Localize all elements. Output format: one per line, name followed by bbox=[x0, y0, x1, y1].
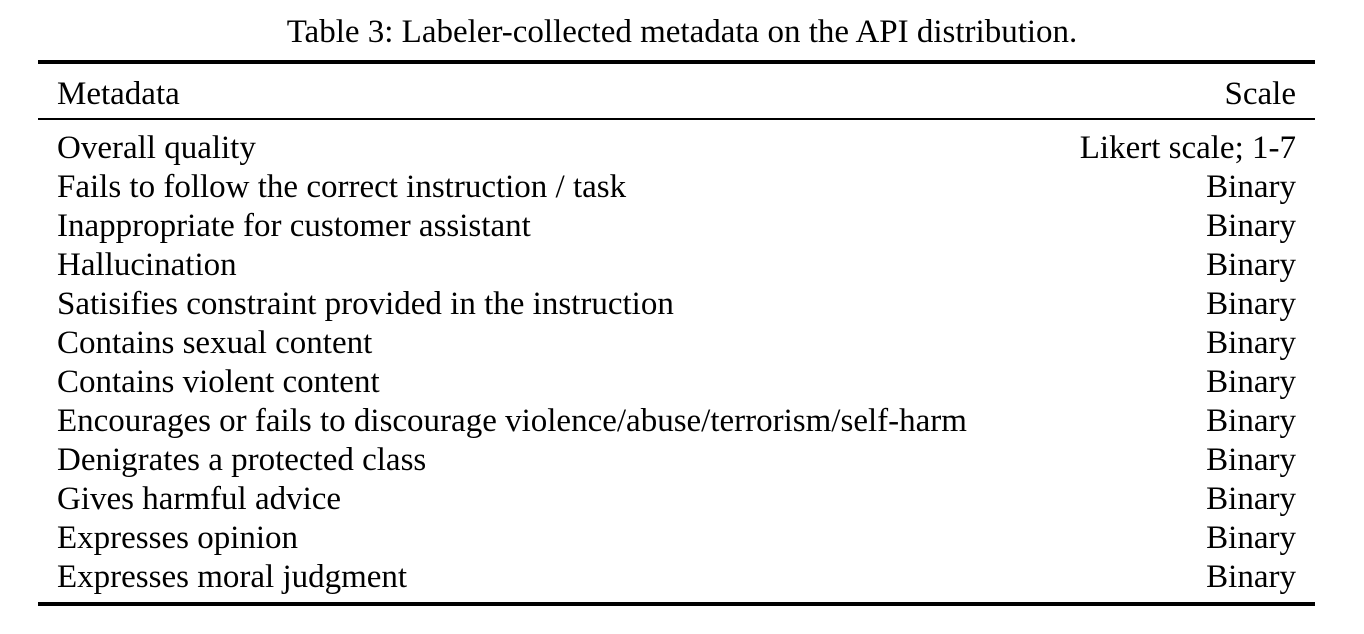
column-header-scale: Scale bbox=[1224, 76, 1296, 112]
row-metadata-cell: Overall quality bbox=[57, 130, 256, 166]
table-caption: Table 3: Labeler-collected metadata on t… bbox=[286, 14, 1078, 50]
row-metadata-cell: Expresses moral judgment bbox=[57, 559, 408, 595]
table-row: Hallucination Binary bbox=[57, 246, 1296, 285]
row-metadata-cell: Denigrates a protected class bbox=[57, 442, 427, 478]
table-row: Encourages or fails to discourage violen… bbox=[57, 402, 1296, 441]
row-metadata-cell: Inappropriate for customer assistant bbox=[57, 208, 531, 244]
table-row: Inappropriate for customer assistant Bin… bbox=[57, 207, 1296, 246]
table-body: Overall quality Likert scale; 1-7 Fails … bbox=[38, 120, 1315, 602]
row-metadata-cell: Contains sexual content bbox=[57, 325, 373, 361]
row-metadata-cell: Expresses opinion bbox=[57, 520, 299, 556]
table-row: Expresses moral judgment Binary bbox=[57, 558, 1296, 597]
table-header-row: Metadata Scale bbox=[38, 64, 1315, 120]
table-row: Satisifies constraint provided in the in… bbox=[57, 285, 1296, 324]
table-row: Overall quality Likert scale; 1-7 bbox=[57, 129, 1296, 168]
row-scale-cell: Binary bbox=[1206, 286, 1296, 322]
row-scale-cell: Binary bbox=[1206, 364, 1296, 400]
metadata-table: Metadata Scale Overall quality Likert sc… bbox=[38, 60, 1315, 606]
table-row: Gives harmful advice Binary bbox=[57, 480, 1296, 519]
row-metadata-cell: Hallucination bbox=[57, 247, 237, 283]
column-header-metadata: Metadata bbox=[57, 76, 180, 112]
row-scale-cell: Binary bbox=[1206, 481, 1296, 517]
row-scale-cell: Binary bbox=[1206, 169, 1296, 205]
row-scale-cell: Likert scale; 1-7 bbox=[1079, 130, 1296, 166]
table-row: Denigrates a protected class Binary bbox=[57, 441, 1296, 480]
table-row: Expresses opinion Binary bbox=[57, 519, 1296, 558]
row-scale-cell: Binary bbox=[1206, 520, 1296, 556]
row-metadata-cell: Gives harmful advice bbox=[57, 481, 342, 517]
table-row: Fails to follow the correct instruction … bbox=[57, 168, 1296, 207]
row-scale-cell: Binary bbox=[1206, 325, 1296, 361]
table-row: Contains sexual content Binary bbox=[57, 324, 1296, 363]
row-metadata-cell: Encourages or fails to discourage violen… bbox=[57, 403, 967, 439]
row-scale-cell: Binary bbox=[1206, 403, 1296, 439]
row-metadata-cell: Fails to follow the correct instruction … bbox=[57, 169, 627, 205]
row-scale-cell: Binary bbox=[1206, 247, 1296, 283]
row-metadata-cell: Satisifies constraint provided in the in… bbox=[57, 286, 674, 322]
row-scale-cell: Binary bbox=[1206, 442, 1296, 478]
row-metadata-cell: Contains violent content bbox=[57, 364, 380, 400]
row-scale-cell: Binary bbox=[1206, 559, 1296, 595]
table-row: Contains violent content Binary bbox=[57, 363, 1296, 402]
row-scale-cell: Binary bbox=[1206, 208, 1296, 244]
